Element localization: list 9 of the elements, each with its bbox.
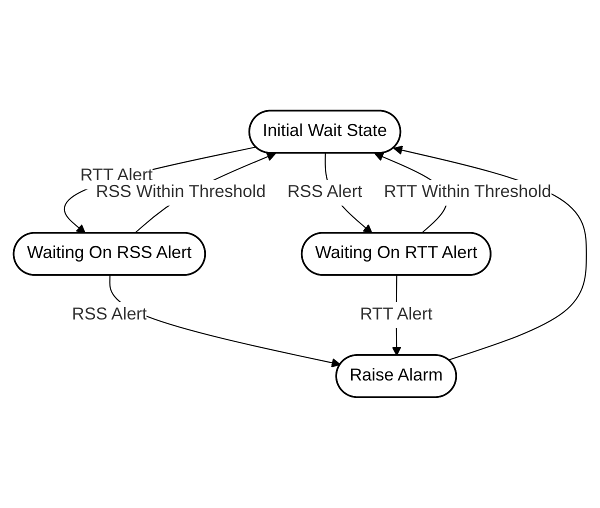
edge-label: RTT Alert [80,166,153,186]
arrow [393,146,587,361]
edge-label: RTT Within Threshold [384,183,552,202]
arrow [64,146,256,234]
arrow [109,276,341,368]
edge-label: RSS Alert [287,183,362,202]
edge-label: RTT Alert [360,305,432,324]
edge-label: RSS Within Threshold [96,183,266,202]
edge-label: RSS Alert [72,305,147,324]
